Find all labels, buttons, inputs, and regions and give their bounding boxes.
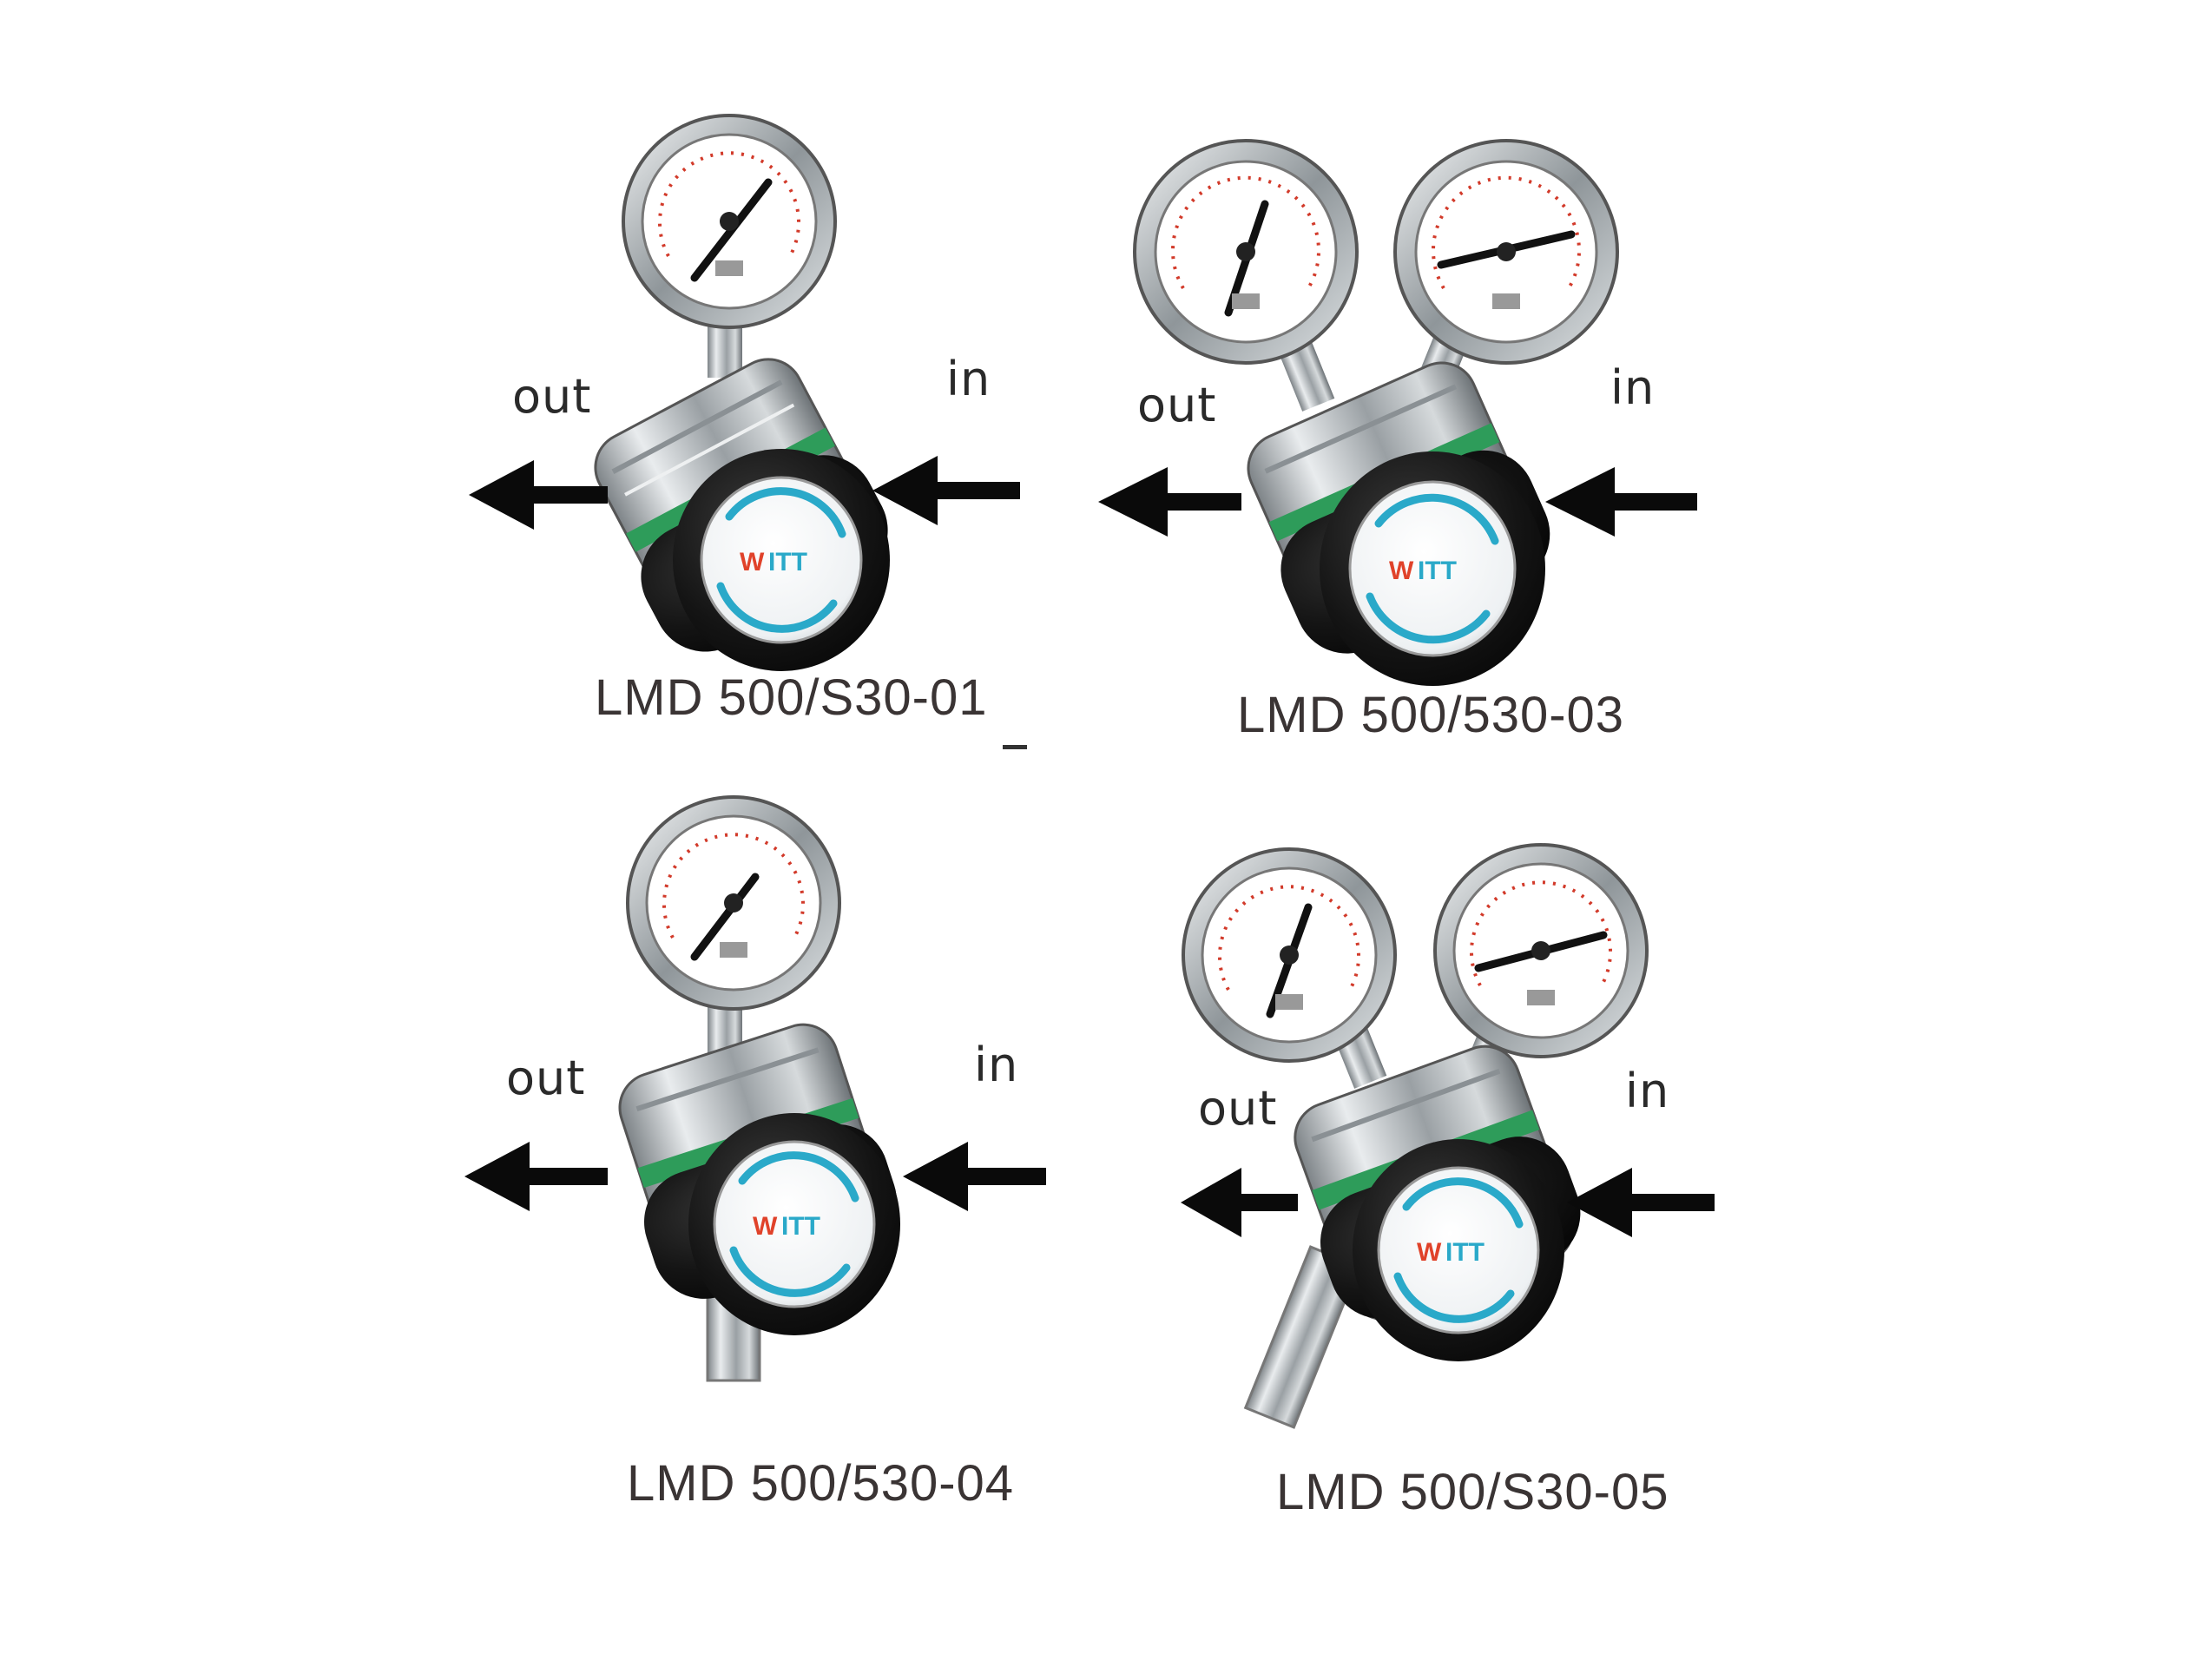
label-in-03: in [1610,360,1656,415]
label-in-01: in [946,352,991,406]
svg-text:ITT: ITT [1418,557,1457,585]
svg-text:ITT: ITT [768,548,807,577]
gauge-low [1182,847,1397,1063]
label-out-04: out [506,1051,586,1105]
label-in-05: in [1625,1064,1670,1118]
logo: W [1389,557,1414,585]
svg-text:ITT: ITT [1445,1238,1485,1267]
model-label-03: LMD 500/530-03 [1237,687,1625,743]
gauge-low [1133,139,1359,365]
arrow-in [1567,1168,1715,1237]
regulator-01: W ITT [469,114,1020,671]
arrow-in [903,1142,1046,1211]
logo: W [740,548,765,577]
label-out-05: out [1198,1081,1278,1136]
svg-text:ITT: ITT [781,1212,820,1241]
arrow-in [872,456,1020,525]
regulator-05: W ITT [1181,843,1715,1429]
regulator-04: W ITT [464,795,1046,1382]
logo: W [753,1212,778,1241]
arrow-in [1545,467,1697,537]
arrow-out [1181,1168,1298,1237]
label-in-04: in [974,1038,1019,1092]
gauge [626,795,841,1011]
model-label-05: LMD 500/S30-05 [1276,1464,1669,1520]
regulator-03: W ITT [1098,139,1697,686]
arrow-out [469,460,608,530]
knob-cap: W ITT [1353,1139,1564,1361]
arrow-out [464,1142,608,1211]
model-label-01: LMD 500/S30-01 [595,669,988,726]
logo: W [1417,1238,1442,1267]
label-out-01: out [512,369,592,424]
label-out-03: out [1137,378,1217,432]
model-label-04: LMD 500/530-04 [627,1455,1015,1512]
knob-cap: W ITT [673,449,890,671]
arrow-out [1098,467,1241,537]
stray-mark [1003,745,1027,749]
gauge-high [1433,843,1649,1058]
gauge-high [1393,139,1619,365]
knob-cap: W ITT [688,1113,900,1335]
knob-cap: W ITT [1320,451,1545,686]
gauge [622,114,837,329]
